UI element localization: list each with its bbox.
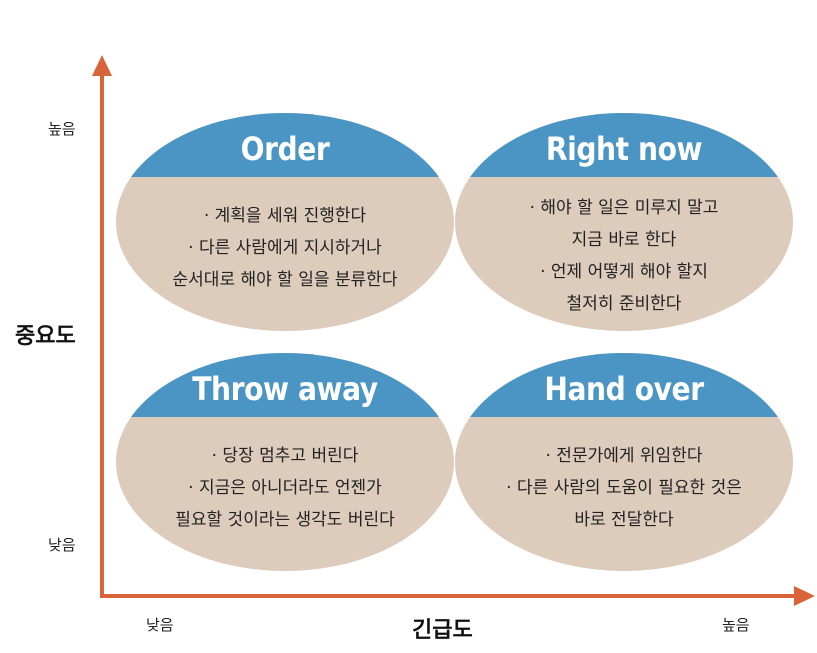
- quadrant-title: Right now: [545, 130, 703, 168]
- x-axis-arrow: [100, 586, 815, 606]
- description-line: · 지금은 아니더라도 언젠가: [188, 478, 382, 498]
- quadrant-ellipse: [116, 113, 454, 331]
- quadrant-ellipse: [116, 353, 454, 571]
- y-axis-low-label: 낮음: [48, 536, 76, 554]
- description-line: 철저히 준비한다: [566, 294, 682, 314]
- x-axis-title: 긴급도: [412, 618, 473, 643]
- description-line: · 전문가에게 위임한다: [545, 446, 703, 466]
- quadrant-description: · 계획을 세워 진행한다 · 다른 사람에게 지시하거나 순서대로 해야 할 …: [115, 200, 455, 296]
- description-line: · 다른 사람에게 지시하거나: [188, 238, 382, 258]
- y-axis-arrow: [92, 55, 112, 596]
- description-line: · 언제 어떻게 해야 할지: [540, 262, 708, 282]
- y-axis-high-label: 높음: [48, 120, 76, 138]
- quadrant-description: · 당장 멈추고 버린다 · 지금은 아니더라도 언젠가 필요할 것이라는 생각…: [115, 440, 455, 536]
- quadrant-hand-over: Hand over · 전문가에게 위임한다 · 다른 사람의 도움이 필요한 …: [454, 352, 794, 572]
- description-line: · 다른 사람의 도움이 필요한 것은: [506, 478, 742, 498]
- x-axis-low-label: 낮음: [146, 616, 174, 634]
- description-line: · 계획을 세워 진행한다: [203, 206, 367, 226]
- description-line: · 해야 할 일은 미루지 말고: [529, 198, 719, 218]
- quadrant-description: · 해야 할 일은 미루지 말고 지금 바로 한다 · 언제 어떻게 해야 할지…: [454, 192, 794, 320]
- quadrant-ellipse: [455, 353, 793, 571]
- quadrant-order: Order · 계획을 세워 진행한다 · 다른 사람에게 지시하거나 순서대로…: [115, 112, 455, 332]
- quadrant-right-now: Right now · 해야 할 일은 미루지 말고 지금 바로 한다 · 언제…: [454, 112, 794, 332]
- description-line: · 당장 멈추고 버린다: [211, 446, 359, 466]
- quadrant-ellipse: [455, 113, 793, 331]
- quadrant-description: · 전문가에게 위임한다 · 다른 사람의 도움이 필요한 것은 바로 전달한다: [454, 440, 794, 536]
- quadrant-title: Throw away: [192, 370, 378, 408]
- quadrant-title: Order: [240, 130, 330, 168]
- description-line: 바로 전달한다: [574, 510, 674, 530]
- description-line: 필요할 것이라는 생각도 버린다: [175, 510, 395, 530]
- y-axis-title: 중요도: [15, 324, 76, 349]
- quadrant-title: Hand over: [544, 370, 704, 408]
- quadrant-throw-away: Throw away · 당장 멈추고 버린다 · 지금은 아니더라도 언젠가 …: [115, 352, 455, 572]
- x-axis-high-label: 높음: [722, 616, 750, 634]
- description-line: 순서대로 해야 할 일을 분류한다: [172, 270, 398, 290]
- description-line: 지금 바로 한다: [571, 230, 677, 250]
